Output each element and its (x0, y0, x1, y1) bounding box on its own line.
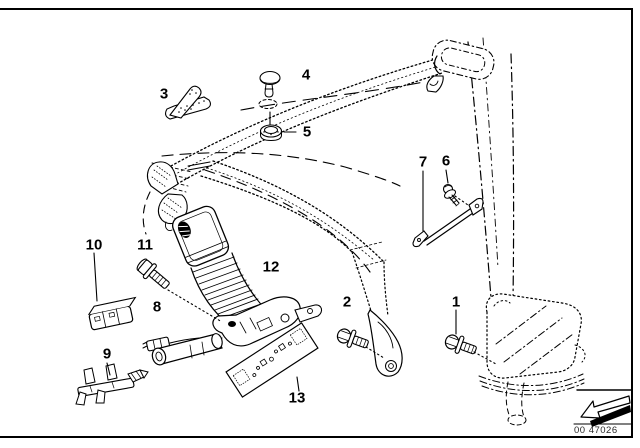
part-4-cap (259, 70, 281, 98)
part-label-4[interactable]: 4 (301, 66, 311, 84)
page-frame (0, 8, 633, 438)
part-label-12[interactable]: 12 (262, 258, 280, 276)
part-label-11[interactable]: 11 (137, 236, 153, 254)
lower-belt-anchor (367, 309, 403, 377)
part-label-9[interactable]: 9 (102, 345, 112, 363)
part-7-link-rod (412, 197, 484, 248)
back-arrow-icon (580, 395, 631, 427)
part-6-screw (442, 183, 460, 207)
part-label-3[interactable]: 3 (159, 85, 169, 103)
part-label-6[interactable]: 6 (441, 152, 451, 170)
part-9-holder-bracket (75, 363, 149, 406)
part-label-8[interactable]: 8 (152, 298, 162, 316)
diagram-stamp-code: 00 47026 (574, 425, 618, 436)
corner-stamp (573, 389, 632, 427)
part-3-bracket (164, 85, 211, 120)
part-13-label-plate (225, 322, 319, 398)
part-label-2[interactable]: 2 (342, 293, 352, 311)
part-label-5[interactable]: 5 (302, 123, 312, 141)
part-label-7[interactable]: 7 (418, 153, 428, 171)
part-12-buckle-tensioner (142, 205, 323, 366)
leader-lines (93, 131, 497, 392)
part-label-1[interactable]: 1 (451, 293, 461, 311)
part-label-10[interactable]: 10 (85, 236, 103, 254)
part-1-bolt (444, 334, 477, 355)
part-11-bolt (136, 258, 170, 289)
part-2-bolt (336, 328, 369, 349)
part-10-connector-housing (88, 296, 137, 331)
upper-belt-guide (426, 39, 495, 93)
belt-webbing (170, 37, 515, 317)
part-label-13[interactable]: 13 (288, 389, 306, 407)
part-5-grommet (259, 111, 283, 142)
belt-retractor (478, 293, 586, 426)
